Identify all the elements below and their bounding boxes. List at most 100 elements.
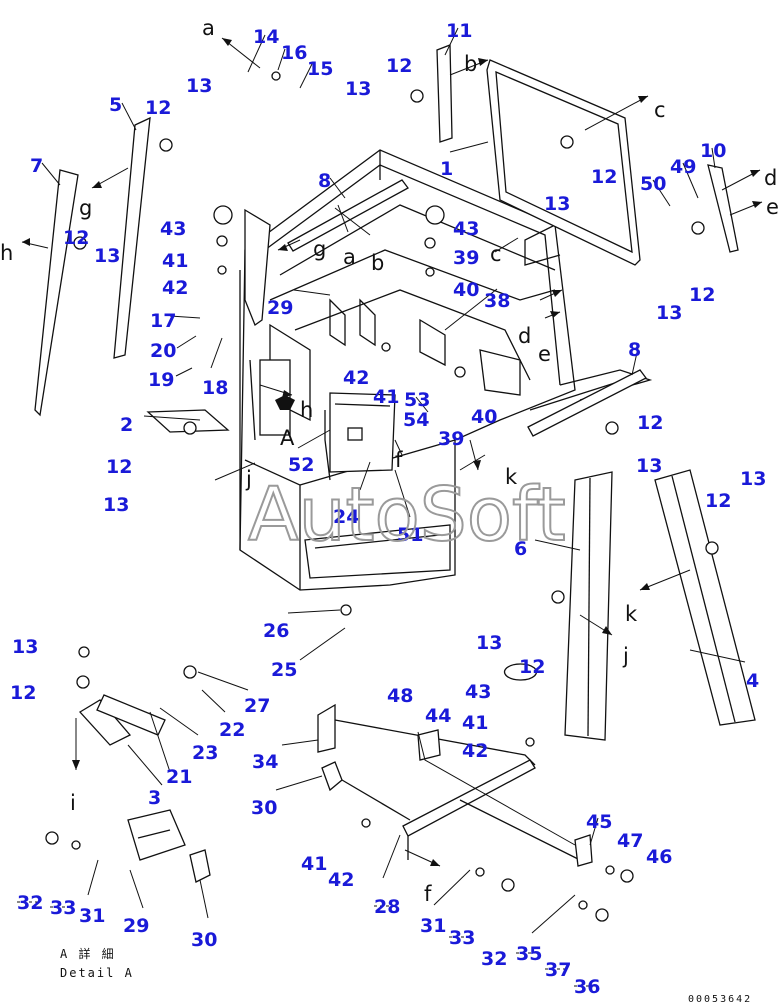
part-number-label: 4 bbox=[746, 670, 759, 692]
arrow-letter-label: f bbox=[395, 448, 403, 472]
part-number-label: 12 bbox=[63, 227, 89, 249]
part-number-label: 27 bbox=[244, 695, 270, 717]
part-number-label: 30 bbox=[191, 929, 217, 951]
part-number-label: 42 bbox=[343, 367, 369, 389]
part-number-label: 29 bbox=[267, 297, 293, 319]
part-number-label: 15 bbox=[307, 58, 333, 80]
part-number-label: 20 bbox=[150, 340, 176, 362]
arrow-letter-label: k bbox=[625, 602, 638, 626]
part-number-label: 43 bbox=[465, 681, 491, 703]
part-number-label: 13 bbox=[476, 632, 502, 654]
part-number-label: 13 bbox=[345, 78, 371, 100]
part-number-label: 30 bbox=[251, 797, 277, 819]
part-number-label: 12 bbox=[145, 97, 171, 119]
part-number-label: 11 bbox=[446, 20, 472, 42]
part-number-label: 13 bbox=[544, 193, 570, 215]
arrow-letter-label: j bbox=[622, 644, 629, 668]
detail-caption-jp: A 詳 細 bbox=[60, 946, 116, 961]
part-number-label: 12 bbox=[705, 490, 731, 512]
part-number-label: 32 bbox=[17, 892, 43, 914]
part-number-label: 39 bbox=[453, 247, 479, 269]
arrow-letter-label: i bbox=[70, 791, 76, 815]
part-number-label: 31 bbox=[420, 915, 446, 937]
part-number-label: 13 bbox=[94, 245, 120, 267]
part-number-label: 12 bbox=[386, 55, 412, 77]
part-number-label: 8 bbox=[318, 170, 331, 192]
trim-strips bbox=[34, 44, 756, 746]
part-number-label: 40 bbox=[471, 406, 497, 428]
part-number-label: 43 bbox=[160, 218, 186, 240]
part-number-label: 19 bbox=[148, 369, 174, 391]
part-number-label: 54 bbox=[403, 409, 429, 431]
part-number-label: 33 bbox=[449, 927, 475, 949]
part-number-label: 2 bbox=[120, 414, 133, 436]
arrow-letter-label: g bbox=[313, 237, 326, 261]
part-number-label: 16 bbox=[281, 42, 307, 64]
part-number-label: 49 bbox=[670, 156, 696, 178]
arrow-letter-label: e bbox=[766, 195, 779, 219]
part-number-label: 12 bbox=[591, 166, 617, 188]
part-number-label: 43 bbox=[453, 218, 479, 240]
part-number-label: 42 bbox=[162, 277, 188, 299]
arrow-letter-label: h bbox=[0, 241, 13, 265]
part-number-label: 48 bbox=[387, 685, 413, 707]
arrow-letter-label: d bbox=[764, 166, 777, 190]
part-number-label: 33 bbox=[50, 897, 76, 919]
part-number-label: 28 bbox=[374, 896, 400, 918]
part-number-label: 40 bbox=[453, 279, 479, 301]
part-number-label: 45 bbox=[586, 811, 612, 833]
part-number-label: 35 bbox=[516, 943, 542, 965]
part-number-label: 24 bbox=[333, 506, 359, 528]
part-number-label: 13 bbox=[103, 494, 129, 516]
arrow-letter-label: e bbox=[538, 342, 551, 366]
bracket-assembly bbox=[127, 663, 593, 883]
arrow-letter-label: a bbox=[343, 245, 356, 269]
leader-lines bbox=[41, 27, 746, 934]
part-number-label: 34 bbox=[252, 751, 278, 773]
arrow-letter-label: d bbox=[518, 324, 531, 348]
arrow-letter-label: b bbox=[371, 251, 384, 275]
part-number-label: 41 bbox=[301, 853, 327, 875]
arrow-letter-label: k bbox=[505, 465, 518, 489]
arrow-letter-label: a bbox=[202, 16, 215, 40]
view-marker-label: A bbox=[280, 426, 295, 450]
part-number-label: 13 bbox=[740, 468, 766, 490]
part-number-label: 47 bbox=[617, 830, 643, 852]
drawing-code: 00053642 bbox=[688, 994, 752, 1005]
part-number-label: 12 bbox=[106, 456, 132, 478]
part-number-label: 50 bbox=[640, 173, 666, 195]
part-number-label: 42 bbox=[328, 869, 354, 891]
part-number-label: 46 bbox=[646, 846, 672, 868]
fasteners bbox=[45, 71, 719, 922]
part-number-label: 42 bbox=[462, 740, 488, 762]
part-number-label: 25 bbox=[271, 659, 297, 681]
part-number-label: 8 bbox=[628, 339, 641, 361]
part-number-label: 12 bbox=[689, 284, 715, 306]
part-number-label: 12 bbox=[10, 682, 36, 704]
detail-underlines bbox=[17, 901, 596, 987]
part-number-label: 13 bbox=[656, 302, 682, 324]
arrow-letter-label: c bbox=[490, 242, 502, 266]
part-number-label: 41 bbox=[162, 250, 188, 272]
part-number-label: 18 bbox=[202, 377, 228, 399]
part-number-label: 31 bbox=[79, 905, 105, 927]
direction-arrows bbox=[21, 37, 763, 867]
detail-caption-en: Detail A bbox=[60, 966, 134, 980]
part-number-label: 51 bbox=[397, 524, 423, 546]
part-number-label: 53 bbox=[404, 389, 430, 411]
part-number-label: 44 bbox=[425, 705, 451, 727]
part-number-label: 10 bbox=[700, 140, 726, 162]
part-number-label: 38 bbox=[484, 290, 510, 312]
part-number-label: 12 bbox=[637, 412, 663, 434]
part-number-label: 26 bbox=[263, 620, 289, 642]
part-number-label: 3 bbox=[148, 787, 161, 809]
part-number-label: 22 bbox=[219, 719, 245, 741]
arrow-letter-label: h bbox=[300, 398, 313, 422]
part-number-label: 32 bbox=[481, 948, 507, 970]
part-number-label: 39 bbox=[438, 428, 464, 450]
part-number-label: 1 bbox=[440, 158, 453, 180]
part-number-label: 41 bbox=[462, 712, 488, 734]
arrow-letter-label: j bbox=[245, 467, 252, 491]
